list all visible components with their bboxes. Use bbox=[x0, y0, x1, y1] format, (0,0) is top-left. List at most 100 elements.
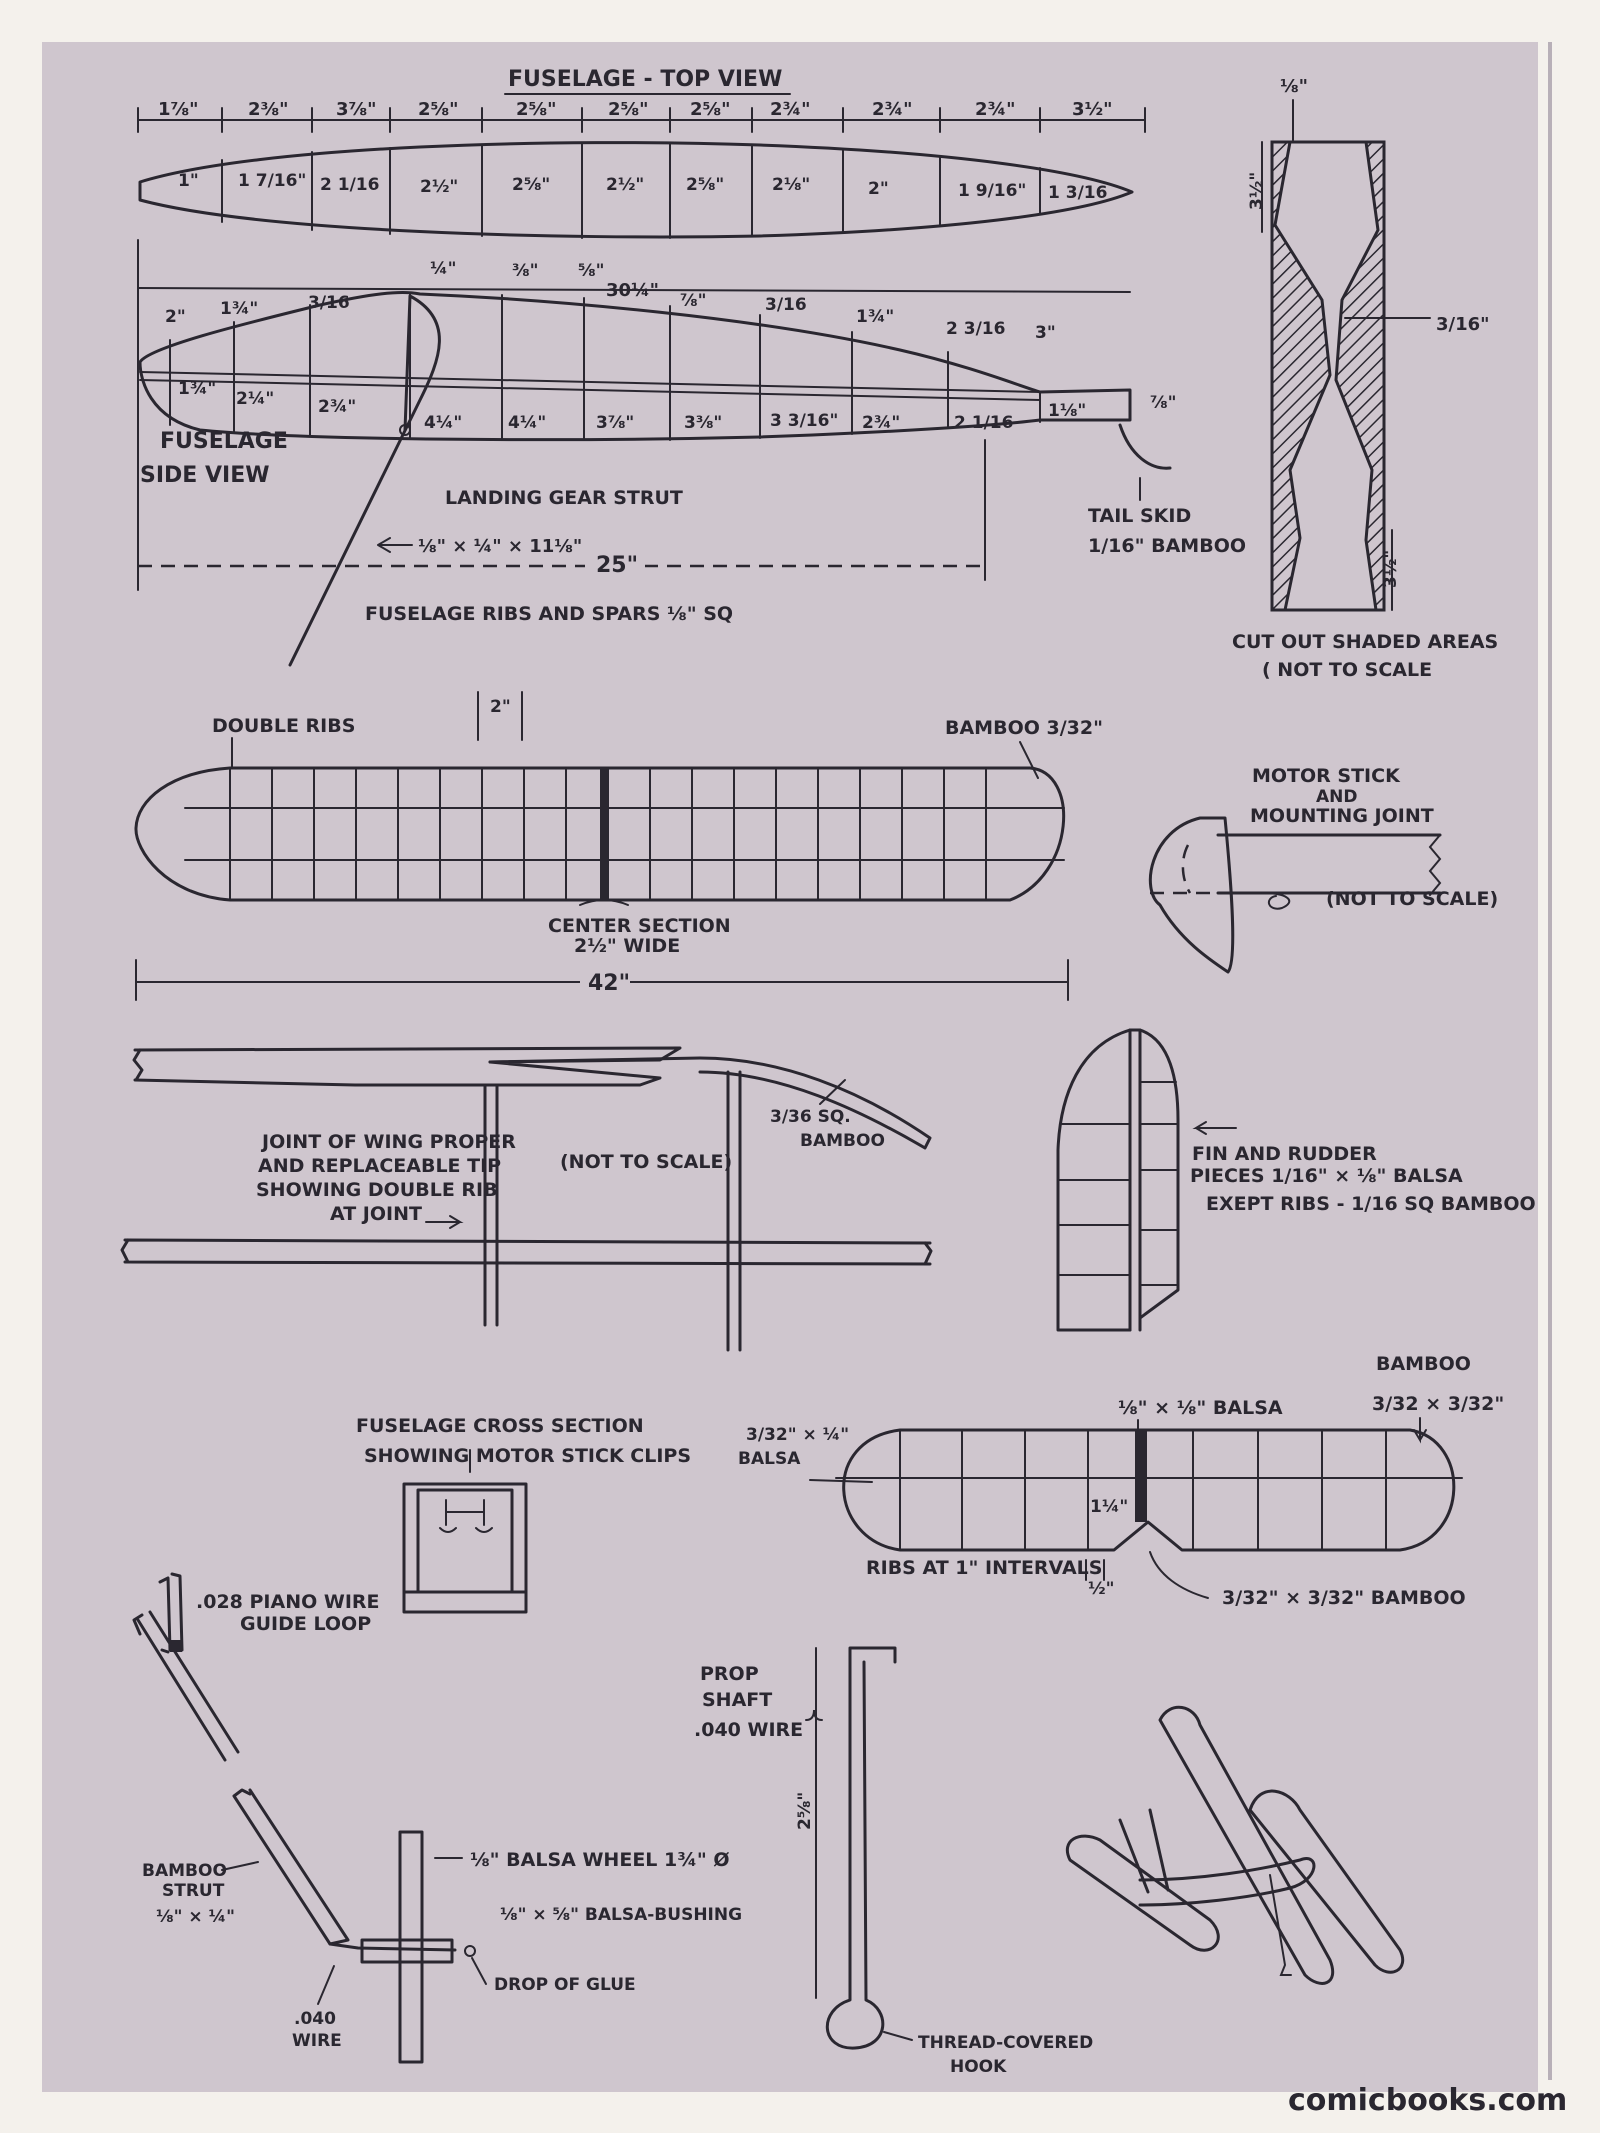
side-lower-h-11: 1⅛" bbox=[1048, 401, 1086, 421]
top-dim-6: 2⅝" bbox=[608, 99, 649, 120]
wheel-label: ⅛" BALSA WHEEL 1¾" Ø bbox=[470, 1849, 730, 1871]
joint-not-to-scale: (NOT TO SCALE) bbox=[560, 1151, 732, 1173]
fuselage-top-view: FUSELAGE - TOP VIEW 1⅞" 2⅜" 3⅞" 2⅝" 2⅝" … bbox=[137, 67, 1146, 239]
side-lower-h-10: 2 1/16 bbox=[954, 413, 1013, 433]
overall-length: 25" bbox=[596, 553, 638, 578]
motor-stick-title-3: MOUNTING JOINT bbox=[1250, 805, 1434, 827]
stab-bottom-bamboo: 3/32" × 3/32" BAMBOO bbox=[1222, 1587, 1466, 1609]
joint-bamboo-1: 3/36 SQ. bbox=[770, 1107, 851, 1127]
stab-ribs: RIBS AT 1" INTERVALS bbox=[866, 1557, 1102, 1579]
stab-spar-label: ⅛" × ⅛" BALSA bbox=[1118, 1397, 1283, 1419]
top-width-2: 1 7/16" bbox=[238, 171, 306, 191]
cross-section-title-1: FUSELAGE CROSS SECTION bbox=[356, 1415, 644, 1437]
motor-stick-pattern: ⅛" 3½" 3/16" 3½" CUT OUT SHADED AREAS ( … bbox=[1232, 76, 1498, 681]
prop-shaft-1: PROP bbox=[700, 1663, 759, 1685]
side-upper-h-4: ⅞" bbox=[680, 291, 706, 311]
pattern-bottom-dim: 3½" bbox=[1381, 550, 1401, 588]
tail-skid-label-2: 1/16" BAMBOO bbox=[1088, 535, 1246, 557]
pattern-left-dim: 3½" bbox=[1247, 172, 1267, 210]
side-top-dim-1: ¼" bbox=[430, 259, 456, 279]
top-width-4: 2½" bbox=[420, 177, 458, 197]
stab-half: ½" bbox=[1088, 1579, 1114, 1599]
bamboo-strut-1: BAMBOO bbox=[142, 1861, 227, 1881]
model-sketch bbox=[1065, 1705, 1405, 1985]
wing-joint: JOINT OF WING PROPER AND REPLACEABLE TIP… bbox=[120, 1046, 933, 1352]
top-dim-11: 3½" bbox=[1072, 99, 1113, 120]
pattern-shaded-left bbox=[1270, 140, 1332, 612]
side-lower-h-3: 2¾" bbox=[318, 397, 356, 417]
top-width-10: 1 9/16" bbox=[958, 181, 1026, 201]
stab-balsa-1: 3/32" × ¼" bbox=[746, 1425, 849, 1445]
watermark: comicbooks.com bbox=[1288, 2083, 1567, 2118]
joint-label-1: JOINT OF WING PROPER bbox=[260, 1131, 516, 1153]
bamboo-strut-2: STRUT bbox=[162, 1881, 225, 1901]
fin-label-1: FIN AND RUDDER bbox=[1192, 1143, 1377, 1165]
prop-shaft: PROP SHAFT .040 WIRE 2⅝" THREAD-COVERED … bbox=[694, 1646, 1093, 2077]
side-lower-h-5: 4¼" bbox=[508, 413, 546, 433]
bushing-label: ⅛" × ⅝" BALSA-BUSHING bbox=[500, 1905, 742, 1925]
side-length-dim: 30¼" bbox=[606, 280, 659, 301]
top-width-7: 2⅝" bbox=[686, 175, 724, 195]
side-lower-h-9: 2¾" bbox=[862, 413, 900, 433]
side-lower-h-7: 3⅜" bbox=[684, 413, 722, 433]
tail-skid bbox=[1118, 423, 1172, 470]
top-dim-2: 2⅜" bbox=[248, 99, 289, 120]
side-upper-h-3: 3/16 bbox=[308, 293, 350, 313]
fuselage-cross-section: FUSELAGE CROSS SECTION SHOWING MOTOR STI… bbox=[356, 1415, 691, 1614]
top-dim-3: 3⅞" bbox=[336, 99, 377, 120]
side-view-label-2: SIDE VIEW bbox=[140, 463, 270, 488]
top-dim-8: 2¾" bbox=[770, 99, 811, 120]
side-lower-h-2: 2¼" bbox=[236, 389, 274, 409]
top-width-1: 1" bbox=[178, 171, 199, 191]
stab-bamboo-1: BAMBOO bbox=[1376, 1353, 1471, 1375]
motor-stick-title-2: AND bbox=[1316, 787, 1358, 807]
joint-label-2: AND REPLACEABLE TIP bbox=[258, 1155, 501, 1177]
top-dim-4: 2⅝" bbox=[418, 99, 459, 120]
stab-bamboo-2: 3/32 × 3/32" bbox=[1372, 1393, 1504, 1415]
stab-outline bbox=[842, 1428, 1456, 1552]
side-lower-h-1: 1¾" bbox=[178, 379, 216, 399]
wire-label-2: WIRE bbox=[292, 2031, 342, 2051]
top-dim-10: 2¾" bbox=[975, 99, 1016, 120]
rib-spacing-label: 2" bbox=[490, 697, 511, 717]
hook-label-1: THREAD-COVERED bbox=[918, 2033, 1093, 2053]
top-dim-5: 2⅝" bbox=[516, 99, 557, 120]
side-upper-h-9: ⅞" bbox=[1150, 393, 1176, 413]
joint-label-3: SHOWING DOUBLE RIB bbox=[256, 1179, 498, 1201]
side-top-dim-3: ⅝" bbox=[578, 261, 604, 281]
side-upper-h-5: 3/16 bbox=[765, 295, 807, 315]
top-view-title: FUSELAGE - TOP VIEW bbox=[508, 67, 782, 92]
glue-label: DROP OF GLUE bbox=[494, 1975, 636, 1995]
motor-stick-joint: MOTOR STICK AND MOUNTING JOINT (NOT TO S… bbox=[1148, 765, 1498, 974]
side-upper-h-8: 3" bbox=[1035, 323, 1056, 343]
hook-label-2: HOOK bbox=[950, 2057, 1007, 2077]
side-upper-h-1: 2" bbox=[165, 307, 186, 327]
fin-label-3: EXEPT RIBS - 1/16 SQ BAMBOO bbox=[1206, 1193, 1536, 1215]
pattern-mid-dim: 3/16" bbox=[1436, 314, 1490, 335]
side-lower-h-4: 4¼" bbox=[424, 413, 462, 433]
piano-wire-1: .028 PIANO WIRE bbox=[196, 1591, 380, 1613]
top-width-11: 1 3/16 bbox=[1048, 183, 1107, 203]
top-dim-1: 1⅞" bbox=[158, 99, 199, 120]
stab-height: 1¼" bbox=[1090, 1497, 1128, 1517]
joint-label-4: AT JOINT bbox=[330, 1203, 422, 1225]
prop-shaft-3: .040 WIRE bbox=[694, 1719, 803, 1741]
wire-label-1: .040 bbox=[294, 2009, 336, 2029]
pattern-note-1: CUT OUT SHADED AREAS bbox=[1232, 631, 1498, 653]
motor-stick-note: (NOT TO SCALE) bbox=[1326, 888, 1498, 910]
fin-rudder: FIN AND RUDDER PIECES 1/16" × ⅛" BALSA E… bbox=[1056, 1028, 1536, 1332]
center-section-label-1: CENTER SECTION bbox=[548, 915, 731, 937]
gear-details: .028 PIANO WIRE GUIDE LOOP BAMBOO STRUT … bbox=[132, 1572, 742, 2064]
wing-span: 42" bbox=[588, 971, 630, 996]
fuselage-side-view: 30¼" ¼" ⅜" ⅝" 2" 1¾" 3/16 ⅞" 3/16 1¾" 2 … bbox=[137, 239, 1246, 667]
wing-bamboo-label: BAMBOO 3/32" bbox=[945, 717, 1103, 739]
side-top-dim-2: ⅜" bbox=[512, 261, 538, 281]
fin-label-2: PIECES 1/16" × ⅛" BALSA bbox=[1190, 1165, 1463, 1187]
tail-skid-label-1: TAIL SKID bbox=[1088, 505, 1191, 527]
wing-plan: DOUBLE RIBS 2" BAMBOO 3/32" CENTER SECTI… bbox=[134, 691, 1103, 1001]
strut-label: LANDING GEAR STRUT bbox=[445, 487, 683, 509]
side-lower-h-8: 3 3/16" bbox=[770, 411, 838, 431]
side-upper-h-6: 1¾" bbox=[856, 307, 894, 327]
side-lower-h-6: 3⅞" bbox=[596, 413, 634, 433]
